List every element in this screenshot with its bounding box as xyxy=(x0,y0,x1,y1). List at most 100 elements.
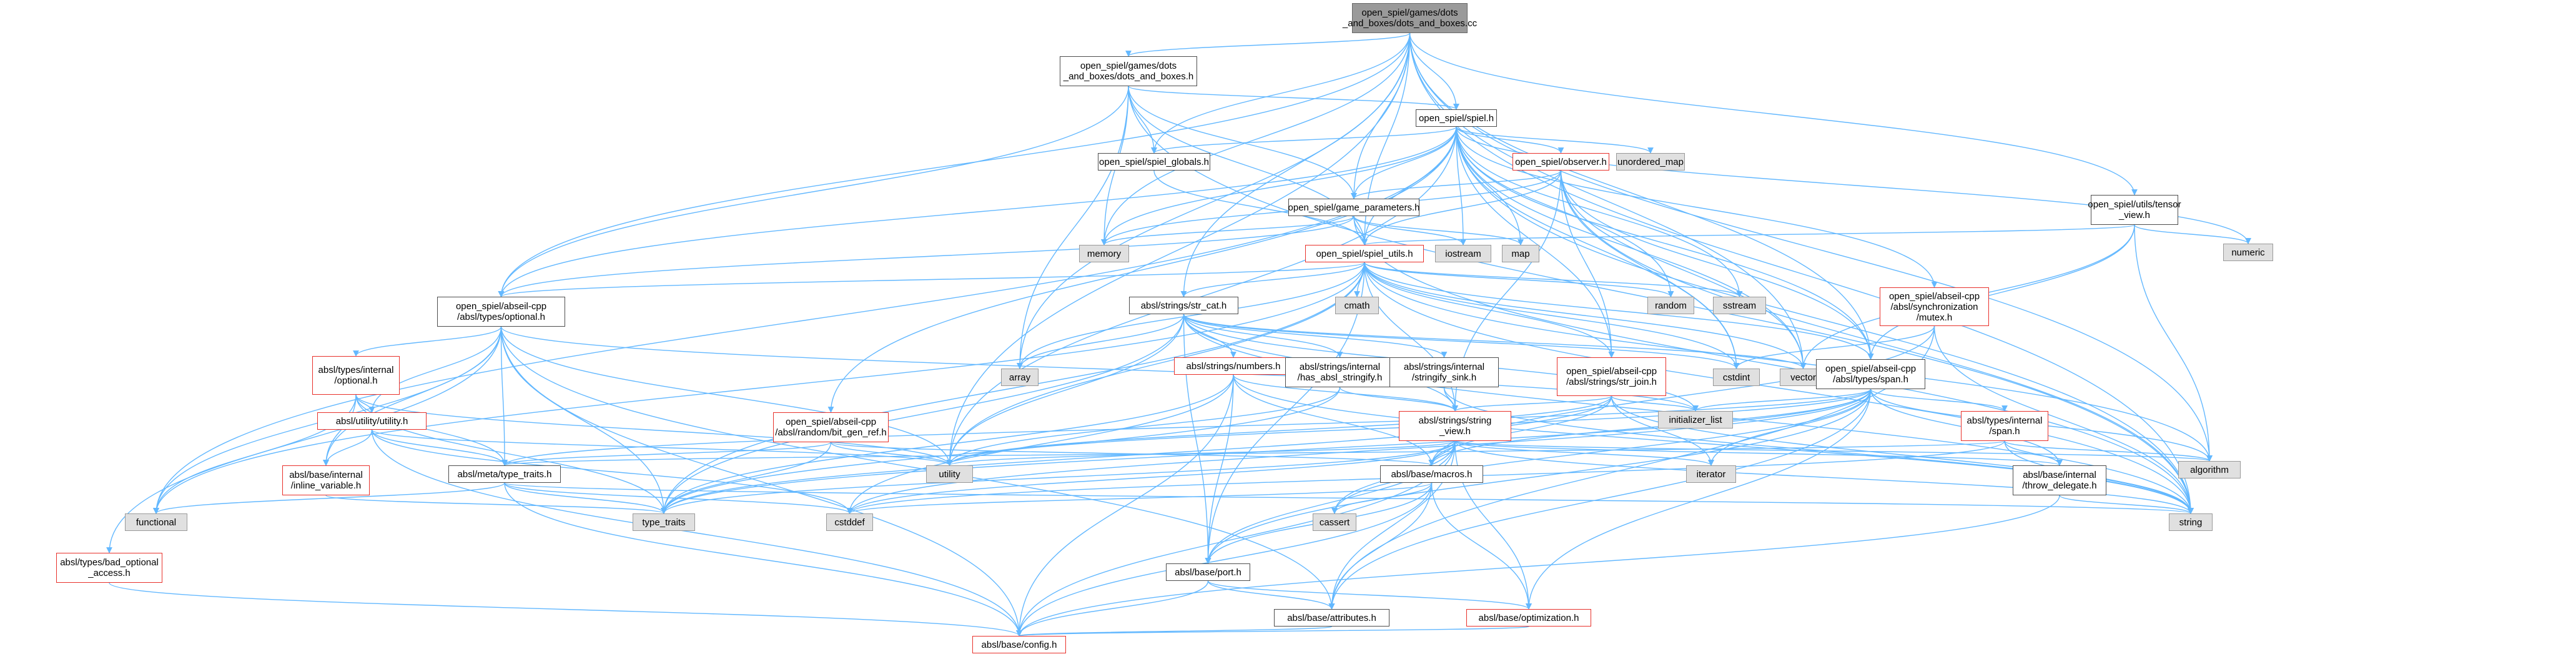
edge-spiel_utils-to-sstream xyxy=(1364,262,1743,297)
file-node-types-internal-optional[interactable]: absl/types/internal/optional.h xyxy=(312,356,400,395)
edge-root-to-spiel_globals xyxy=(1151,32,1411,154)
file-node-label: open_spiel/spiel.h xyxy=(1418,112,1494,124)
file-node-label: absl/types/bad_optional xyxy=(60,557,159,568)
file-node-array[interactable]: array xyxy=(1001,369,1039,386)
file-node-label: absl/strings/numbers.h xyxy=(1186,360,1281,372)
edge-spiel_utils-to-array xyxy=(1017,262,1365,369)
edge-has_absl_stringify-to-string_view xyxy=(1339,387,1458,412)
file-node-map[interactable]: map xyxy=(1502,245,1539,262)
file-node-iterator[interactable]: iterator xyxy=(1686,465,1736,483)
file-node-label: open_spiel/games/dots xyxy=(1080,61,1177,71)
edge-observer-to-str_join xyxy=(1560,170,1615,358)
file-node-numbers[interactable]: absl/strings/numbers.h xyxy=(1174,357,1293,375)
file-node-optional[interactable]: open_spiel/abseil-cpp/absl/types/optiona… xyxy=(437,297,565,327)
edge-spiel_utils-to-optional xyxy=(498,262,1365,297)
edge-span-to-optimization xyxy=(1526,389,1872,610)
file-node-label: _view.h xyxy=(2118,210,2151,220)
edge-spiel_h-to-numeric xyxy=(1456,126,2251,244)
edge-string_view-to-cstddef xyxy=(846,440,1456,514)
edge-macros-to-cassert xyxy=(1331,482,1433,514)
edge-optional-to-utility_h xyxy=(368,326,502,413)
file-node-algorithm[interactable]: algorithm xyxy=(2178,461,2241,478)
file-node-config[interactable]: absl/base/config.h xyxy=(972,636,1066,653)
file-node-macros[interactable]: absl/base/macros.h xyxy=(1380,465,1483,483)
file-node-unordered-map[interactable]: unordered_map xyxy=(1616,153,1685,171)
file-node-inline-variable[interactable]: absl/base/internal/inline_variable.h xyxy=(282,465,370,495)
file-node-throw-delegate[interactable]: absl/base/internal/throw_delegate.h xyxy=(2013,465,2106,495)
file-node-label: open_spiel/abseil-cpp xyxy=(1888,290,1980,302)
edge-spiel_h-to-unordered_map xyxy=(1456,126,1654,154)
file-node-utility[interactable]: utility xyxy=(926,465,973,483)
edge-types_internal_optional-to-utility xyxy=(355,394,953,466)
file-node-game-params[interactable]: open_spiel/game_parameters.h xyxy=(1288,199,1419,216)
file-node-span-internal[interactable]: absl/types/internal/span.h xyxy=(1961,411,2048,441)
edge-spiel_utils-to-span xyxy=(1364,262,1874,360)
edge-tensor_view-to-spiel_utils xyxy=(1361,224,2135,245)
file-node-label: open_spiel/spiel_utils.h xyxy=(1316,248,1413,259)
file-node-label: open_spiel/utils/tensor xyxy=(2088,199,2181,210)
edge-str_join-to-macros xyxy=(1428,395,1612,466)
file-node-label: absl/base/internal xyxy=(2023,470,2096,480)
edge-utility_h-to-inline_variable xyxy=(323,429,373,466)
edge-spiel_h-to-functional xyxy=(153,126,1457,514)
file-node-mutex[interactable]: open_spiel/abseil-cpp/absl/synchronizati… xyxy=(1880,287,1989,326)
file-node-label: cstdint xyxy=(1722,372,1750,383)
edge-str_join-to-iterator xyxy=(1611,395,1714,466)
file-node-label: open_spiel/game_parameters.h xyxy=(1288,202,1420,213)
edge-str_cat-to-stringify_sink xyxy=(1183,314,1448,358)
file-node-label: open_spiel/abseil-cpp xyxy=(1566,366,1657,377)
file-node-label: type_traits xyxy=(642,517,686,528)
file-node-root[interactable]: open_spiel/games/dots_and_boxes/dots_and… xyxy=(1343,3,1477,33)
file-node-cmath[interactable]: cmath xyxy=(1335,297,1379,314)
file-node-dab-h[interactable]: open_spiel/games/dots_and_boxes/dots_and… xyxy=(1060,56,1197,86)
file-node-str-join[interactable]: open_spiel/abseil-cpp/absl/strings/str_j… xyxy=(1557,357,1666,396)
file-node-label: unordered_map xyxy=(1617,156,1684,167)
file-node-utility-h[interactable]: absl/utility/utility.h xyxy=(317,412,427,430)
file-node-iostream[interactable]: iostream xyxy=(1435,245,1491,262)
edge-utility_h-to-config xyxy=(371,429,1022,637)
file-node-spiel-h[interactable]: open_spiel/spiel.h xyxy=(1416,109,1497,127)
file-node-port[interactable]: absl/base/port.h xyxy=(1166,563,1250,581)
edge-type_traits_h-to-config xyxy=(504,482,1022,637)
file-node-sstream[interactable]: sstream xyxy=(1713,297,1766,314)
file-node-numeric[interactable]: numeric xyxy=(2223,244,2273,261)
file-node-stringify-sink[interactable]: absl/strings/internal/stringify_sink.h xyxy=(1389,357,1499,387)
file-node-str-cat[interactable]: absl/strings/str_cat.h xyxy=(1129,297,1238,314)
edge-spiel_h-to-bit_gen_ref xyxy=(827,126,1457,413)
edge-spiel_h-to-iostream xyxy=(1456,126,1466,245)
edge-spiel_utils-to-str_join xyxy=(1364,262,1615,358)
edge-root-to-game_params xyxy=(1351,32,1411,199)
file-node-initializer-list[interactable]: initializer_list xyxy=(1658,411,1733,429)
edge-tensor_view-to-numeric xyxy=(2134,224,2251,244)
file-node-label: absl/base/attributes.h xyxy=(1287,612,1376,623)
file-node-random[interactable]: random xyxy=(1647,297,1694,314)
file-node-tensor-view[interactable]: open_spiel/utils/tensor_view.h xyxy=(2088,195,2181,225)
file-node-has-absl-stringify[interactable]: absl/strings/internal/has_absl_stringify… xyxy=(1285,357,1394,387)
file-node-label: utility xyxy=(939,468,960,480)
file-node-functional[interactable]: functional xyxy=(125,513,187,531)
file-node-type-traits-h[interactable]: absl/meta/type_traits.h xyxy=(448,465,561,483)
file-node-memory[interactable]: memory xyxy=(1079,245,1129,262)
edge-game_params-to-optional xyxy=(498,216,1355,297)
file-node-string-view[interactable]: absl/strings/string_view.h xyxy=(1399,411,1511,441)
file-node-cstddef[interactable]: cstddef xyxy=(826,513,873,531)
file-node-bad-optional-access[interactable]: absl/types/bad_optional_access.h xyxy=(56,553,162,583)
edge-spiel_utils-to-string xyxy=(1364,262,2194,514)
edge-attributes-to-config xyxy=(1016,626,1333,637)
file-node-bit-gen-ref[interactable]: open_spiel/abseil-cpp/absl/random/bit_ge… xyxy=(773,412,889,442)
file-node-label: /has_absl_stringify.h xyxy=(1297,372,1383,383)
file-node-span[interactable]: open_spiel/abseil-cpp/absl/types/span.h xyxy=(1816,359,1925,389)
file-node-spiel-utils[interactable]: open_spiel/spiel_utils.h xyxy=(1305,245,1424,262)
file-node-type-traits[interactable]: type_traits xyxy=(633,513,695,531)
edge-numbers-to-macros xyxy=(1233,374,1435,466)
edge-optional-to-type_traits xyxy=(500,326,667,514)
dependency-edges xyxy=(106,32,2251,637)
file-node-optimization[interactable]: absl/base/optimization.h xyxy=(1466,609,1591,627)
file-node-cstdint[interactable]: cstdint xyxy=(1713,369,1760,386)
edge-spiel_utils-to-port xyxy=(1205,262,1365,564)
file-node-spiel-globals[interactable]: open_spiel/spiel_globals.h xyxy=(1098,153,1210,171)
file-node-attributes[interactable]: absl/base/attributes.h xyxy=(1274,609,1389,627)
file-node-observer[interactable]: open_spiel/observer.h xyxy=(1513,153,1609,171)
file-node-cassert[interactable]: cassert xyxy=(1313,513,1356,531)
file-node-string[interactable]: string xyxy=(2169,513,2213,531)
